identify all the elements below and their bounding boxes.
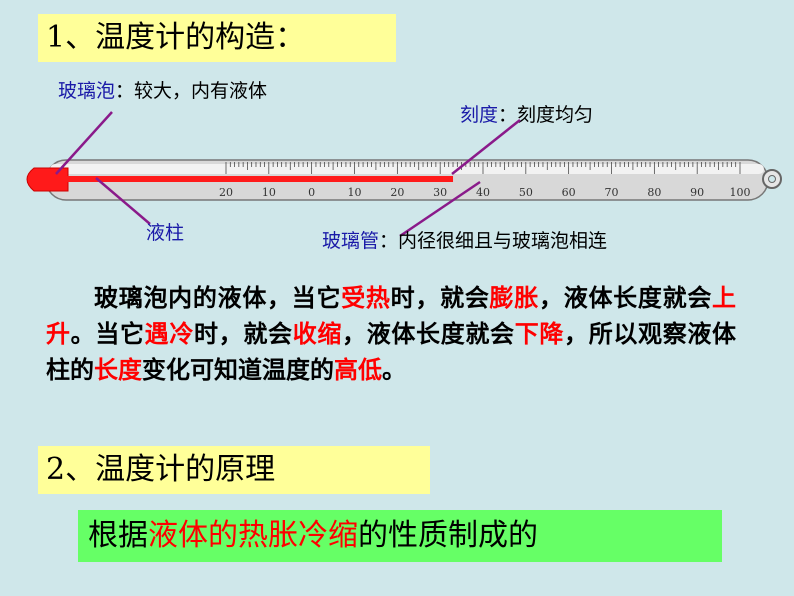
- explanation-paragraph: 玻璃泡内的液体，当它受热时，就会膨胀，液体长度就会上升。当它遇冷时，就会收缩，液…: [46, 280, 736, 388]
- highlight-term: 下降: [514, 320, 565, 348]
- highlight-term: 上升: [46, 284, 737, 348]
- scale-label: 刻度：刻度均匀: [460, 100, 593, 127]
- tick-label: 90: [690, 186, 704, 199]
- paragraph-text: ，液体长度就会: [539, 284, 713, 312]
- highlight-term: 膨胀: [489, 284, 539, 312]
- paragraph-text: ，所以观察液体柱的: [46, 320, 737, 384]
- highlight-term: 长度: [94, 356, 142, 384]
- paragraph-text: 玻璃泡内的液体，当它: [94, 284, 342, 312]
- principle-highlight: 液体的热胀冷缩: [148, 518, 358, 553]
- section2-title: 2、温度计的原理: [38, 446, 430, 494]
- tube-desc: ：内径很细且与玻璃泡相连: [379, 230, 608, 252]
- tube-highlight: [50, 164, 764, 174]
- highlight-term: 收缩: [292, 320, 343, 348]
- principle-prefix: 根据: [88, 518, 148, 553]
- section1-title: 1、温度计的构造：: [38, 14, 396, 62]
- tick-label: 40: [476, 186, 490, 199]
- highlight-term: 遇冷: [144, 320, 195, 348]
- liquid-column: [66, 176, 454, 182]
- paragraph-text: 。: [382, 356, 406, 384]
- tick-label: 10: [262, 186, 276, 199]
- tick-label: 0: [308, 186, 315, 199]
- liquid-pointer-line: [95, 177, 151, 225]
- scale-desc: ：刻度均匀: [498, 104, 594, 126]
- bulb-pointer-line: [55, 111, 113, 175]
- principle-box: 根据液体的热胀冷缩的性质制成的: [78, 510, 722, 562]
- bulb: [26, 167, 69, 192]
- tick-label: 50: [519, 186, 533, 199]
- paragraph-text: 。当它: [70, 320, 145, 348]
- bulb-term: 玻璃泡: [58, 80, 116, 102]
- tick-label: 60: [562, 186, 576, 199]
- liquid-column-label: 液柱: [146, 222, 185, 244]
- highlight-term: 受热: [341, 284, 391, 312]
- bulb-desc: ：较大，内有液体: [115, 80, 268, 102]
- tube-label: 玻璃管：内径很细且与玻璃泡相连: [322, 226, 607, 253]
- tick-label: 100: [730, 186, 751, 199]
- tube-pointer-line: [399, 180, 481, 238]
- scale-pointer-line: [451, 119, 521, 175]
- paragraph-text: 时，就会: [194, 320, 293, 348]
- bulb-label: 玻璃泡：较大，内有液体: [58, 76, 267, 103]
- paragraph-text: 时，就会: [390, 284, 490, 312]
- tube-end-hole: [768, 175, 776, 183]
- tick-label: 30: [433, 186, 447, 199]
- principle-suffix: 的性质制成的: [358, 518, 538, 553]
- tick-label: 10: [348, 186, 362, 199]
- tick-label: 20: [390, 186, 404, 199]
- scale-term: 刻度: [460, 104, 499, 126]
- tube-term: 玻璃管: [322, 230, 380, 252]
- paragraph-text: ，液体长度就会: [342, 320, 515, 348]
- tick-label: 20: [219, 186, 233, 199]
- highlight-term: 高低: [334, 356, 382, 384]
- tick-label: 80: [647, 186, 661, 199]
- tick-label: 70: [605, 186, 619, 199]
- paragraph-text: 变化可知道温度的: [142, 356, 334, 384]
